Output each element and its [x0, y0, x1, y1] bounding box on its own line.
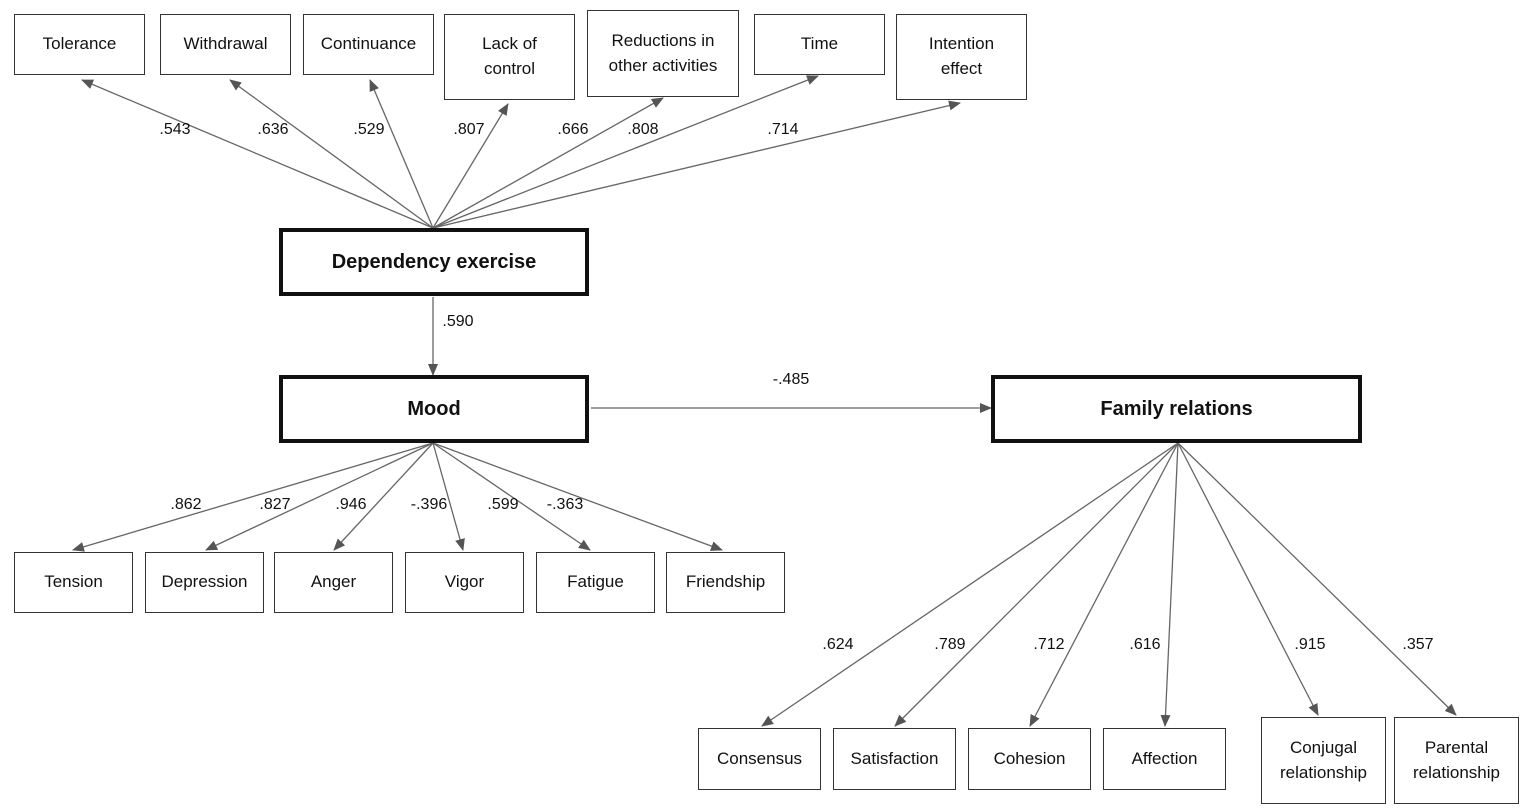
coef-tension: .862: [170, 496, 202, 513]
coef-vigor: -.396: [410, 496, 448, 513]
coef-tolerance: .543: [159, 121, 191, 138]
arrow-dependency-tolerance: [81, 79, 434, 229]
coef-consensus: .624: [822, 636, 854, 653]
node-family-relations: Family relations: [991, 375, 1362, 443]
node-vigor: Vigor: [405, 552, 524, 613]
arrow-mood-fatigue: [432, 442, 591, 551]
coef-fatigue: .599: [487, 496, 519, 513]
node-consensus: Consensus: [698, 728, 821, 790]
node-friendship: Friendship: [666, 552, 785, 613]
arrow-dependency-lack-of-control: [432, 103, 509, 229]
arrow-dependency-time: [432, 75, 819, 229]
arrow-mood-tension: [72, 442, 434, 552]
arrow-family-cohesion: [1029, 442, 1179, 727]
coef-anger: .946: [335, 496, 367, 513]
coef-dependency-mood: .590: [442, 313, 474, 330]
arrow-dependency-intention: [432, 100, 961, 229]
node-withdrawal: Withdrawal: [160, 14, 291, 75]
coef-continuance: .529: [353, 121, 385, 138]
coef-reductions: .666: [557, 121, 589, 138]
arrow-family-conjugal: [1177, 442, 1319, 716]
node-depression: Depression: [145, 552, 264, 613]
arrow-mood-depression: [205, 442, 434, 551]
arrow-dependency-continuance: [369, 79, 434, 229]
node-dependency-exercise: Dependency exercise: [279, 228, 589, 296]
coef-time: .808: [627, 121, 659, 138]
node-affection: Affection: [1103, 728, 1226, 790]
arrow-family-consensus: [761, 442, 1179, 727]
coef-affection: .616: [1129, 636, 1161, 653]
node-tension: Tension: [14, 552, 133, 613]
arrow-mood-vigor: [432, 442, 465, 551]
node-anger: Anger: [274, 552, 393, 613]
coef-depression: .827: [259, 496, 291, 513]
arrow-dependency-withdrawal: [229, 79, 434, 229]
coef-satisfaction: .789: [934, 636, 966, 653]
node-satisfaction: Satisfaction: [833, 728, 956, 790]
coef-friendship: -.363: [546, 496, 584, 513]
node-cohesion: Cohesion: [968, 728, 1091, 790]
node-fatigue: Fatigue: [536, 552, 655, 613]
coef-parental: .357: [1402, 636, 1434, 653]
coef-cohesion: .712: [1033, 636, 1065, 653]
arrow-family-satisfaction: [894, 442, 1179, 727]
node-time: Time: [754, 14, 885, 75]
arrow-mood-friendship: [432, 442, 723, 551]
arrow-family-parental: [1177, 442, 1457, 716]
arrow-family-affection: [1160, 442, 1179, 727]
arrow-dependency-reductions: [432, 97, 664, 229]
coef-mood-family: -.485: [772, 371, 810, 388]
coef-conjugal: .915: [1294, 636, 1326, 653]
coef-withdrawal: .636: [257, 121, 289, 138]
node-tolerance: Tolerance: [14, 14, 145, 75]
node-continuance: Continuance: [303, 14, 434, 75]
coef-intention: .714: [767, 121, 799, 138]
arrow-mood-anger: [333, 442, 434, 551]
coef-lack-of-control: .807: [453, 121, 485, 138]
node-mood: Mood: [279, 375, 589, 443]
